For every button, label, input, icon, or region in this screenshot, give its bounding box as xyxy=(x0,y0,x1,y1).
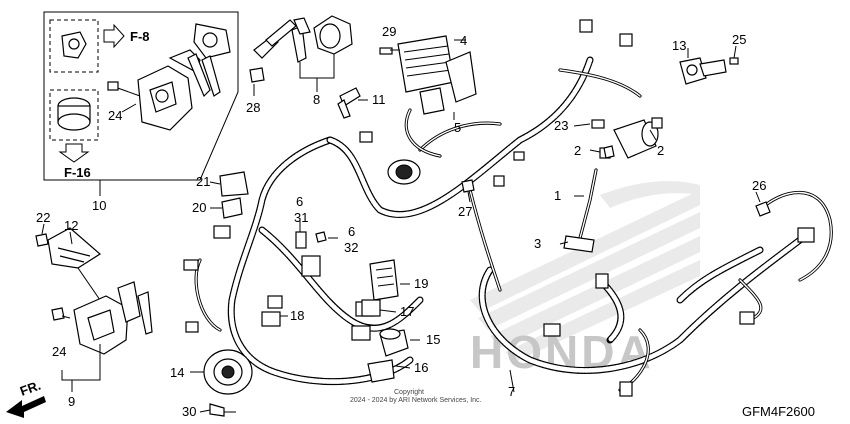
relay-switch xyxy=(679,57,739,85)
callout-18: 18 xyxy=(290,308,304,323)
callout-6a: 6 xyxy=(296,194,303,209)
lock-bracket xyxy=(47,227,102,269)
spark-plug-cap xyxy=(563,235,595,253)
callout-21: 21 xyxy=(196,174,210,189)
callout-24b: 24 xyxy=(52,344,66,359)
callout-4: 4 xyxy=(460,33,467,48)
copyright-label: Copyright xyxy=(394,389,424,396)
callout-26: 26 xyxy=(752,178,766,193)
horn xyxy=(203,349,253,395)
callout-31: 31 xyxy=(294,210,308,225)
callout-2b: 2 xyxy=(657,143,664,158)
ref-arrow-down-icon xyxy=(58,143,90,163)
callout-2a: 2 xyxy=(574,143,581,158)
key-blanks xyxy=(253,15,361,119)
callout-30: 30 xyxy=(182,404,196,419)
harness-connectors xyxy=(183,19,815,397)
callout-24a: 24 xyxy=(108,108,122,123)
callout-3: 3 xyxy=(534,236,541,251)
callout-7: 7 xyxy=(508,384,515,399)
callout-20: 20 xyxy=(192,200,206,215)
callout-25: 25 xyxy=(732,32,746,47)
ref-f8-label: F-8 xyxy=(130,29,150,44)
diagram-code: GFM4F2600 xyxy=(742,404,815,419)
callout-16: 16 xyxy=(414,360,428,375)
callout-23: 23 xyxy=(554,118,568,133)
callout-13: 13 xyxy=(672,38,686,53)
callout-17: 17 xyxy=(400,304,414,319)
callout-14: 14 xyxy=(170,365,184,380)
callout-9: 9 xyxy=(68,394,75,409)
callout-8: 8 xyxy=(313,92,320,107)
callout-5: 5 xyxy=(454,120,461,135)
callout-19: 19 xyxy=(414,276,428,291)
ref-arrow-right-icon xyxy=(103,23,125,49)
callout-11: 11 xyxy=(372,92,386,107)
callout-27: 27 xyxy=(458,204,472,219)
small-parts xyxy=(219,171,409,383)
leader-lines xyxy=(41,45,761,413)
callout-6b: 6 xyxy=(348,224,355,239)
seat-lock-switch xyxy=(73,281,153,355)
callout-1: 1 xyxy=(554,188,561,203)
callout-12: 12 xyxy=(64,218,78,233)
horn-bolt xyxy=(209,403,236,417)
ref-f16-label: F-16 xyxy=(64,165,91,180)
main-wire-harness xyxy=(227,56,804,386)
copyright-line: 2024 - 2024 by ARI Network Services, Inc… xyxy=(350,397,482,404)
callout-29: 29 xyxy=(382,24,396,39)
front-direction-arrow-icon xyxy=(6,396,46,418)
callout-15: 15 xyxy=(426,332,440,347)
callout-numbers: F-8 F-16 1 2 2 3 4 5 6 6 7 8 9 10 11 12 … xyxy=(36,24,766,419)
callout-28: 28 xyxy=(246,100,260,115)
regulator-rectifier xyxy=(379,35,477,115)
callout-10: 10 xyxy=(92,198,106,213)
callout-22: 22 xyxy=(36,210,50,225)
switch-set-box xyxy=(43,11,239,181)
bolts xyxy=(35,67,771,321)
front-direction-label: FR. xyxy=(18,378,43,399)
callout-32: 32 xyxy=(344,240,358,255)
